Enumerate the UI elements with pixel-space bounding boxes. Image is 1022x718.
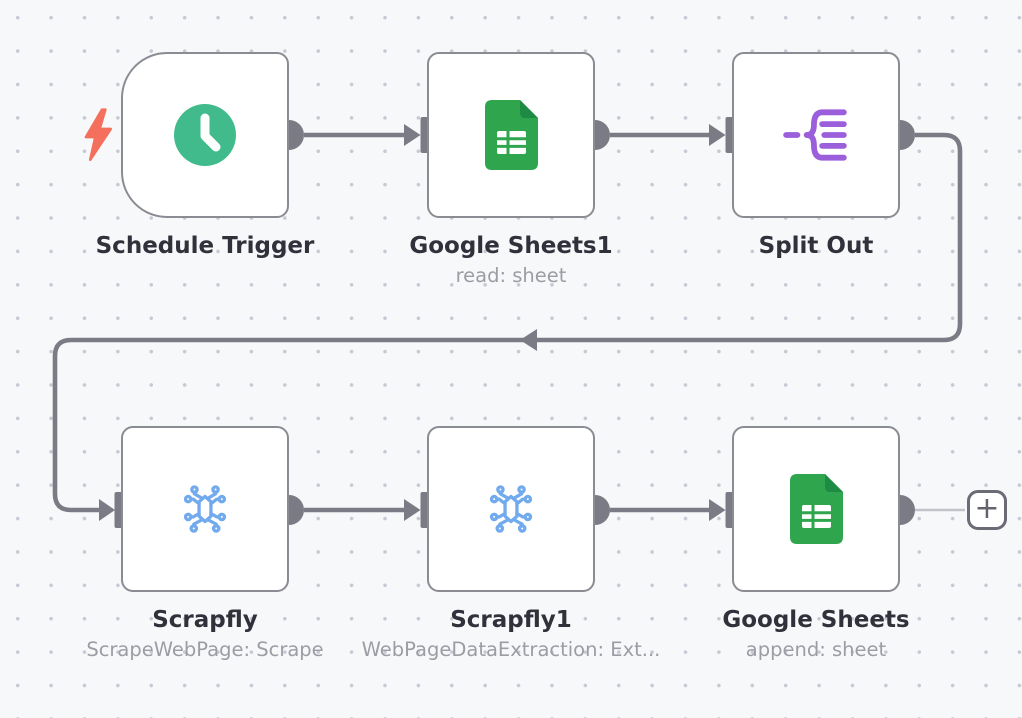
node-schedule-trigger[interactable]: Schedule Trigger [96, 52, 314, 259]
node-subtitle: WebPageDataExtraction: Ext... [361, 637, 661, 661]
node-google-sheets[interactable]: Google Sheets append: sheet [722, 426, 910, 661]
node-label: Split Out [759, 232, 874, 264]
split-out-icon [783, 106, 849, 164]
arrowhead-icon [520, 329, 537, 351]
node-scrapfly1[interactable]: Scrapfly1 WebPageDataExtraction: Ext... [362, 426, 660, 661]
node-title: Scrapfly [152, 607, 258, 633]
node-google-sheets1[interactable]: Google Sheets1 read: sheet [409, 52, 613, 287]
arrowhead-icon [709, 124, 726, 146]
node-title: Scrapfly1 [450, 607, 572, 633]
node-label: Google Sheets append: sheet [722, 606, 909, 662]
connection-scrapfly1-to-google-sheets[interactable] [610, 499, 726, 521]
connection-split-out-to-scrapfly[interactable] [52, 132, 963, 521]
node-scrapfly[interactable]: Scrapfly ScrapeWebPage: Scrape [86, 426, 324, 661]
node-title: Split Out [758, 233, 874, 259]
arrowhead-icon [404, 499, 421, 521]
clock-icon [173, 103, 237, 167]
plus-icon: + [974, 490, 1000, 526]
connection-scrapfly-to-scrapfly1[interactable] [304, 499, 421, 521]
node-subtitle: ScrapeWebPage: Scrape [86, 637, 324, 661]
node-title: Google Sheets [722, 607, 910, 633]
spider-icon [172, 476, 238, 542]
google-sheets-icon [789, 474, 843, 544]
google-sheets-icon [484, 100, 538, 170]
connection-google-sheets1-to-split-out[interactable] [610, 124, 726, 146]
arrowhead-icon [99, 499, 115, 521]
arrowhead-icon [404, 124, 421, 146]
add-node-button[interactable]: + [967, 490, 1007, 530]
node-split-out[interactable]: Split Out [732, 52, 900, 259]
lightning-bolt-icon [82, 108, 114, 162]
node-label: Scrapfly ScrapeWebPage: Scrape [86, 606, 323, 662]
node-label: Scrapfly1 WebPageDataExtraction: Ext... [362, 606, 661, 662]
spider-icon [478, 476, 544, 542]
node-label: Schedule Trigger [96, 232, 315, 264]
connection-schedule-trigger-to-google-sheets1[interactable] [304, 124, 421, 146]
node-label: Google Sheets1 read: sheet [409, 232, 612, 288]
arrowhead-icon [709, 499, 726, 521]
node-title: Schedule Trigger [95, 233, 315, 259]
node-subtitle: read: sheet [455, 263, 567, 287]
node-subtitle: append: sheet [745, 637, 887, 661]
node-title: Google Sheets1 [409, 233, 613, 259]
